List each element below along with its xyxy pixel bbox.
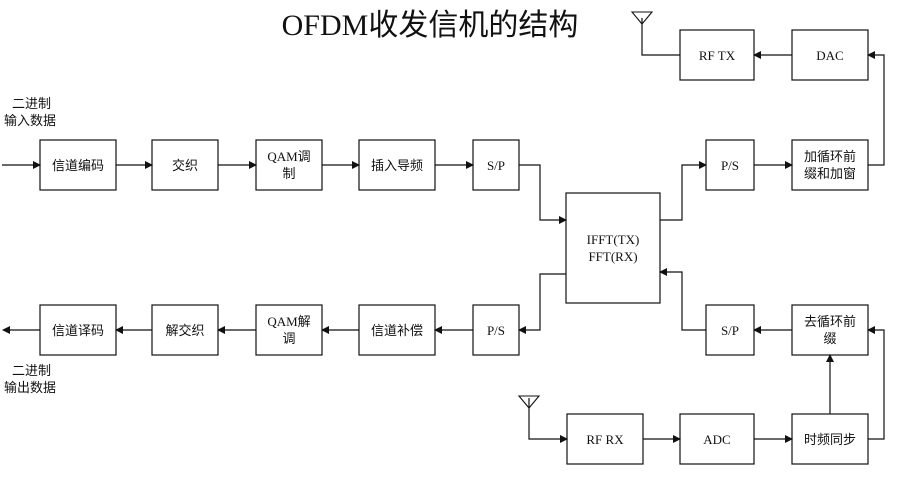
antenna-rx-icon xyxy=(517,395,541,409)
block-qam-demod: QAM解调 xyxy=(267,314,311,346)
output-label-line1: 二进制 xyxy=(12,363,52,378)
block-dac: DAC xyxy=(816,47,844,63)
block-channel-decode: 信道译码 xyxy=(51,322,104,338)
block-ps-rx: P/S xyxy=(486,322,506,338)
block-qam-mod: QAM调制 xyxy=(267,149,311,181)
antenna-tx-icon xyxy=(630,11,654,25)
block-remove-cp: 去循环前缀 xyxy=(803,314,856,346)
block-pilot-insert: 插入导频 xyxy=(370,157,423,173)
output-label-line2: 输出数据 xyxy=(4,380,57,395)
block-time-freq-sync: 时频同步 xyxy=(803,431,856,447)
block-adc: ADC xyxy=(703,431,731,447)
block-interleave: 交织 xyxy=(171,157,198,173)
block-sp-tx: S/P xyxy=(486,157,506,173)
diagram-title: OFDM收发信机的结构 xyxy=(281,9,579,42)
block-add-cp: 加循环前缀和加窗 xyxy=(803,149,856,181)
block-sp-rx: S/P xyxy=(720,322,740,338)
box-ifft-fft xyxy=(565,192,661,304)
block-channel-encode: 信道编码 xyxy=(51,157,104,173)
block-deinterleave: 解交织 xyxy=(165,322,205,338)
block-channel-comp: 信道补偿 xyxy=(370,322,423,338)
block-ifft-fft: IFFT(TX) FFT(RX) xyxy=(586,232,640,264)
block-rf-rx: RF RX xyxy=(586,431,624,447)
input-label-line1: 二进制 xyxy=(12,96,52,111)
block-ps-tx: P/S xyxy=(720,157,740,173)
block-rf-tx: RF TX xyxy=(698,47,736,63)
input-label-line2: 输入数据 xyxy=(4,113,57,128)
